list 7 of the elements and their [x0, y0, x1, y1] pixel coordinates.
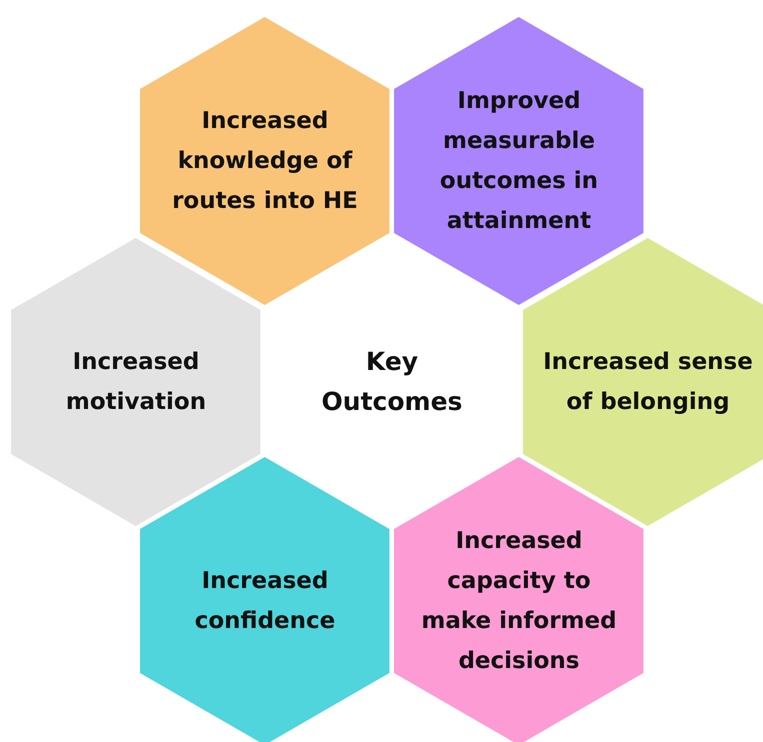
outcome-label: Increased knowledge of routes into HE	[171, 107, 359, 216]
outcome-label: Improved measurable outcomes in attainment	[438, 87, 600, 236]
outcome-label: Increased motivation	[64, 348, 208, 417]
outcome-label: Increased capacity to make informed decisions	[420, 527, 618, 676]
outcome-label: Key Outcomes	[320, 346, 464, 418]
outcome-label: Increased sense of belonging	[542, 348, 754, 417]
outcome-label: Increased confidence	[194, 567, 336, 636]
